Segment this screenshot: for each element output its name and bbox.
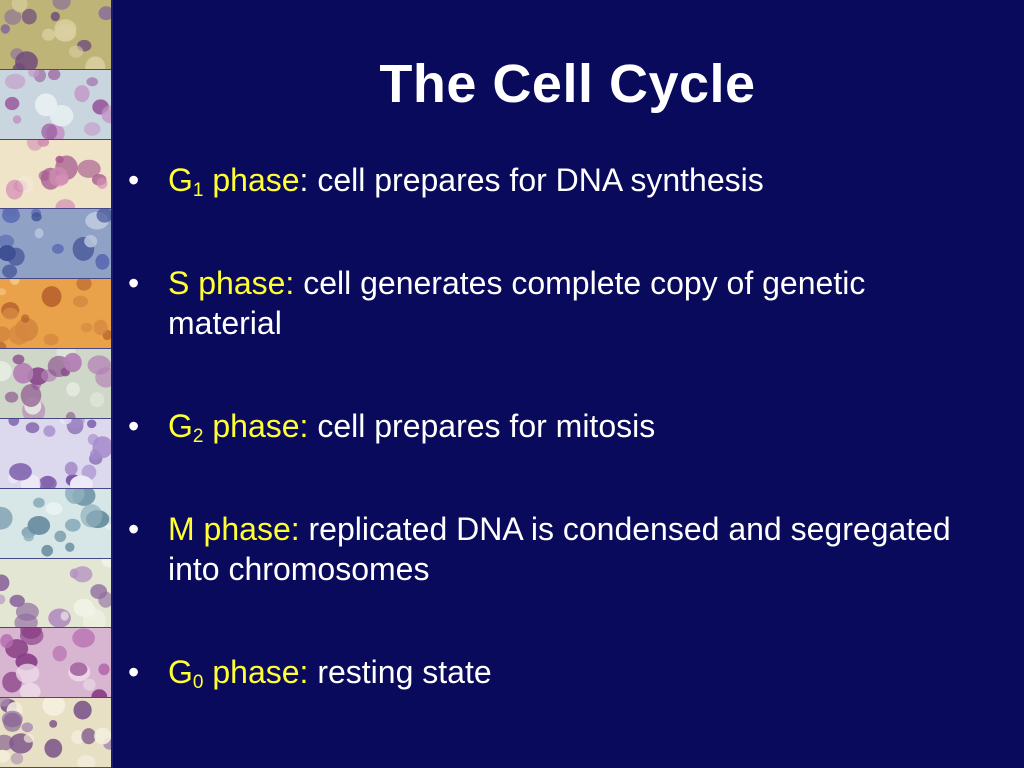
bullet-dot: • xyxy=(128,511,140,547)
bullet-item-g1: • G1 phase: cell prepares for DNA synthe… xyxy=(128,160,958,200)
bullet-item-m: • M phase: replicated DNA is condensed a… xyxy=(128,509,958,589)
bullet-separator: : xyxy=(299,162,309,198)
bullet-term: G2 phase: xyxy=(168,408,309,447)
term-rest: phase xyxy=(203,162,300,198)
bullet-term: G0 phase: xyxy=(168,654,309,693)
micrograph-tile xyxy=(0,558,111,629)
micrograph-tile xyxy=(0,488,111,559)
bullet-item-g0: • G0 phase: resting state xyxy=(128,652,958,692)
term-base: M phase: xyxy=(168,511,300,547)
term-subscript: 1 xyxy=(192,180,204,201)
bullet-text: cell generates complete copy of genetic … xyxy=(168,265,866,341)
bullet-term: M phase: xyxy=(168,511,300,547)
micrograph-tile xyxy=(0,698,111,768)
micrograph-tile xyxy=(0,628,111,699)
micrograph-tile xyxy=(0,0,111,70)
bullet-text: cell prepares for mitosis xyxy=(308,408,656,444)
bullet-dot: • xyxy=(128,265,140,301)
micrograph-tile xyxy=(0,349,111,419)
micrograph-tile xyxy=(0,139,111,210)
term-base: G xyxy=(168,162,193,198)
micrograph-tile xyxy=(0,418,111,489)
micrograph-tile xyxy=(0,69,111,140)
bullet-text: replicated DNA is condensed and segregat… xyxy=(168,511,951,587)
bullet-dot: • xyxy=(128,162,140,198)
bullet-dot: • xyxy=(128,654,140,690)
term-base: G xyxy=(168,654,193,690)
micrograph-strip xyxy=(0,0,113,768)
bullet-item-s: • S phase: cell generates complete copy … xyxy=(128,263,958,343)
term-subscript: 0 xyxy=(192,672,204,693)
slide-title: The Cell Cycle xyxy=(379,54,756,114)
bullet-term: G1 phase xyxy=(168,162,300,201)
term-base: G xyxy=(168,408,193,444)
term-rest: phase: xyxy=(203,408,309,444)
bullet-text: cell prepares for DNA synthesis xyxy=(308,162,764,198)
micrograph-tile xyxy=(0,209,111,280)
micrograph-tile xyxy=(0,279,111,350)
bullet-item-g2: • G2 phase: cell prepares for mitosis xyxy=(128,406,958,446)
bullet-text: resting state xyxy=(308,654,492,690)
bullet-list: • G1 phase: cell prepares for DNA synthe… xyxy=(128,160,958,755)
bullet-dot: • xyxy=(128,408,140,444)
bullet-term: S phase: xyxy=(168,265,294,301)
term-subscript: 2 xyxy=(192,426,204,447)
term-rest: phase: xyxy=(203,654,309,690)
term-base: S phase: xyxy=(168,265,295,301)
